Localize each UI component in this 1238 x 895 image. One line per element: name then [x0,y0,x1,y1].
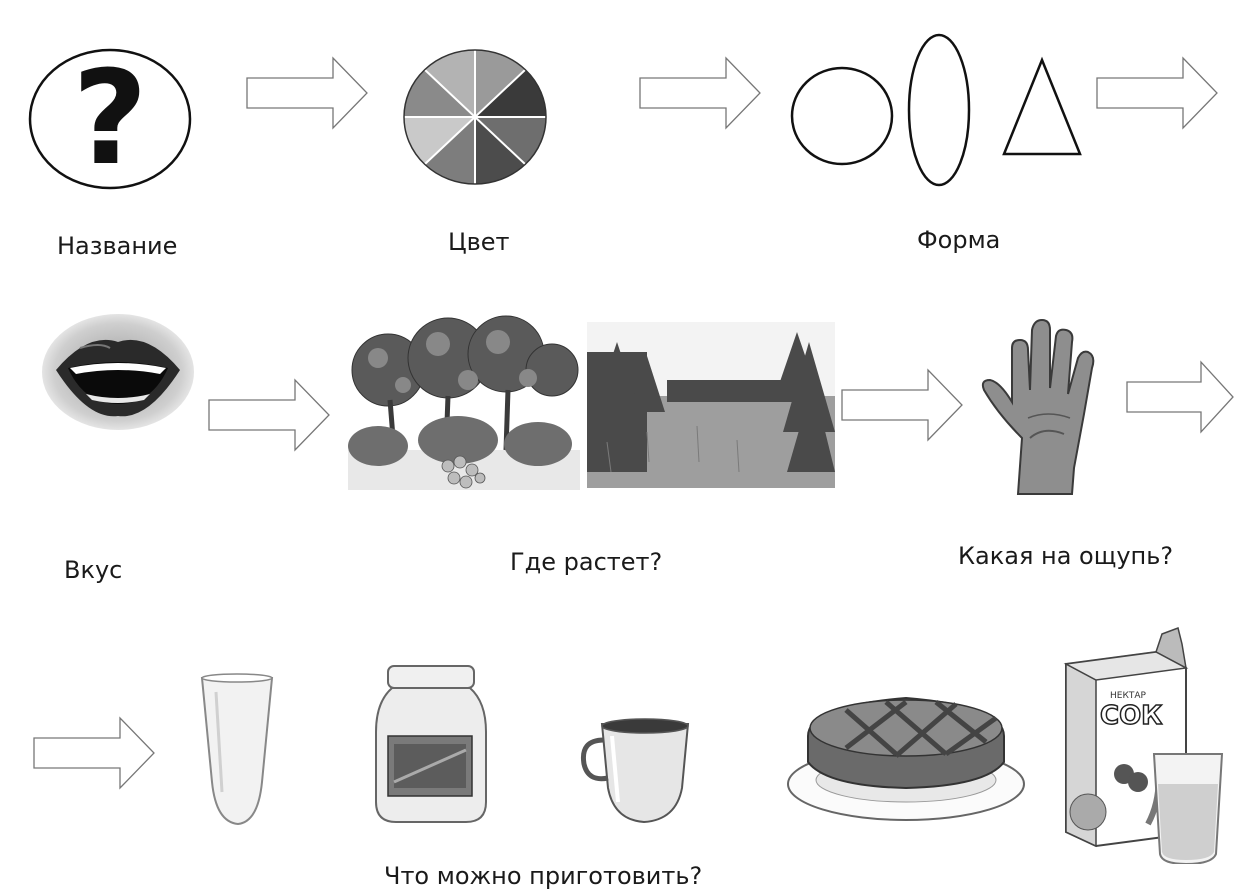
mouth-icon [40,308,196,432]
label-cook: Что можно приготовить? [384,862,702,890]
juice-box-and-glass-icon: НЕКТАР СОК [1058,624,1230,864]
label-touch: Какая на ощупь? [958,542,1173,570]
label-taste: Вкус [64,556,122,584]
triangle-shape [1004,60,1080,154]
berry-bushes-image [348,300,580,496]
arrow-right-icon [207,378,331,452]
arrow-right-icon [1095,56,1219,130]
arrow-right-icon [32,716,156,790]
hand-icon [978,318,1106,496]
label-color: Цвет [448,228,510,256]
pie-on-plate-icon [786,676,1026,826]
arrow-right-icon [638,56,762,130]
label-name: Название [57,232,177,260]
teacup-icon [578,716,692,828]
glass-icon [198,672,276,830]
svg-text:?: ? [72,48,147,190]
meadow-forest-image [587,322,835,488]
jam-jar-icon [372,662,490,826]
label-shape: Форма [917,226,1000,254]
question-mark-icon: ? [28,48,192,190]
arrow-right-icon [840,368,964,442]
oval-shape [909,35,969,185]
arrow-right-icon [245,56,369,130]
label-where: Где растет? [510,548,662,576]
juice-word: СОК [1100,701,1162,731]
juice-brand: НЕКТАР [1110,691,1146,701]
circle-shape [792,68,892,164]
shapes-group [790,32,1090,192]
color-wheel-icon [402,48,548,186]
arrow-right-icon [1125,360,1235,434]
